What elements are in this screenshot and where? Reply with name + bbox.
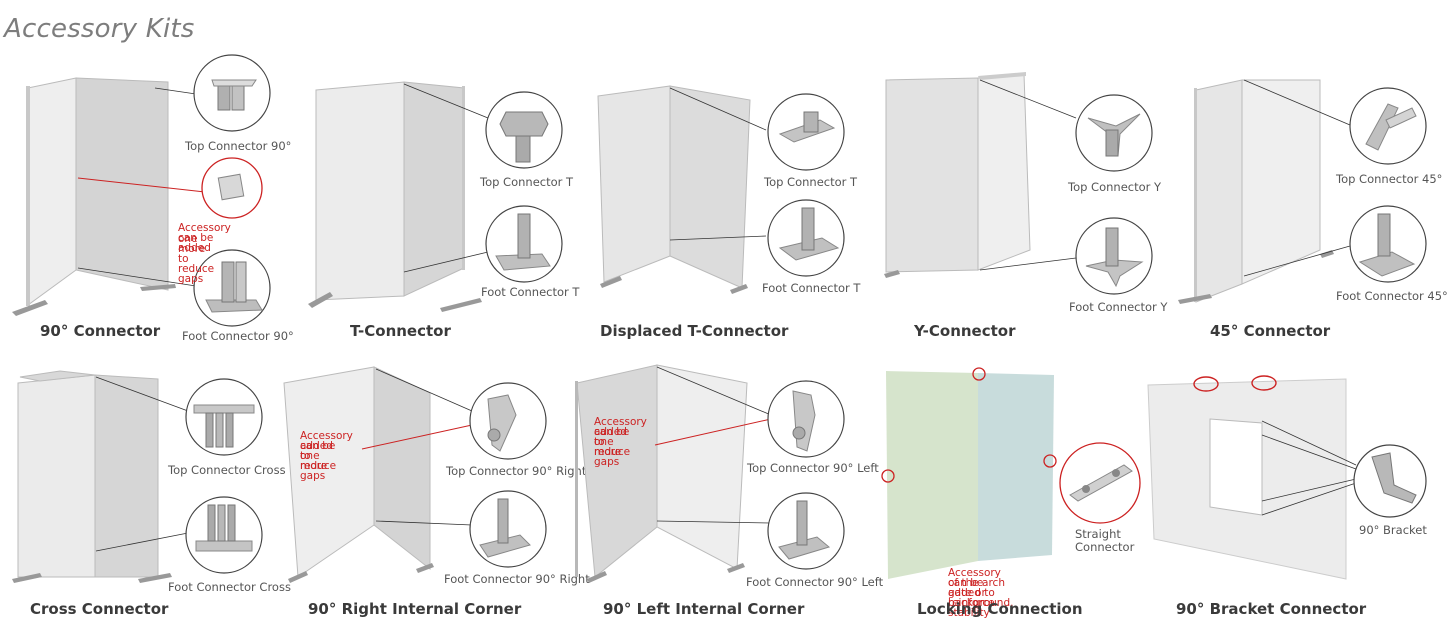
top-connector-label: Top Connector 90° Left xyxy=(747,461,879,475)
kit-45-connector-illustration xyxy=(1178,79,1427,304)
top-connector-cross-icon xyxy=(185,378,263,456)
top-connector-label: Top Connector T xyxy=(764,175,858,189)
kit-caption: 90° Right Internal Corner xyxy=(308,600,522,618)
kit-caption: 90° Left Internal Corner xyxy=(603,600,805,618)
kit-90-right-illustration xyxy=(283,366,547,583)
kit-cross-connector-illustration xyxy=(12,370,263,583)
foot-connector-label: Foot Connector T xyxy=(481,285,580,299)
reinforce-note-line2: of the arch gate or background. xyxy=(948,577,1014,609)
kit-caption: Displaced T-Connector xyxy=(600,322,789,340)
page-title: Accessory Kits xyxy=(4,14,195,44)
top-connector-label: Top Connector T xyxy=(480,175,574,189)
foot-connector-label: Foot Connector 90° Left xyxy=(746,575,884,589)
bracket-label: 90° Bracket xyxy=(1359,523,1427,537)
kit-90-left-illustration xyxy=(575,364,845,583)
accessory-note-line1: Accessory can be xyxy=(594,416,647,438)
foot-connector-label: Foot Connector 90° xyxy=(182,329,294,343)
kit-locking-illustration xyxy=(881,367,1141,579)
bracket-point-left-icon xyxy=(1193,376,1219,392)
foot-connector-label: Foot Connector Cross xyxy=(168,580,291,594)
kit-caption: Cross Connector xyxy=(30,600,169,618)
kit-90-bracket-illustration xyxy=(1147,375,1427,580)
accessory-note-line2: added one more xyxy=(594,426,627,458)
foot-connector-label: Foot Connector Y xyxy=(1069,300,1168,314)
top-connector-label: Top Connector 90° xyxy=(185,139,292,153)
accessory-note-line2: added one more xyxy=(300,440,333,472)
accessory-note-line1: Accessory can be added xyxy=(178,222,231,254)
straight-connector-label-line2: Connector xyxy=(1075,540,1135,554)
kit-90-connector-illustration xyxy=(12,54,271,327)
kit-t-connector-illustration xyxy=(308,81,563,312)
lock-point-left-icon xyxy=(881,469,895,483)
kit-caption: Y-Connector xyxy=(914,322,1016,340)
kit-caption: 90° Bracket Connector xyxy=(1176,600,1367,618)
reinforce-note-line1: Accessory can be added to reinforce stab… xyxy=(948,567,1001,619)
straight-connector-label-line1: Straight xyxy=(1075,527,1121,541)
top-connector-label: Top Connector Y xyxy=(1068,180,1162,194)
bracket-point-right-icon xyxy=(1251,375,1277,391)
top-connector-label: Top Connector 90° Right xyxy=(446,464,587,478)
foot-connector-label: Foot Connector 90° Right xyxy=(444,572,590,586)
kit-caption: Locking Connection xyxy=(917,600,1083,618)
lock-point-right-icon xyxy=(1043,454,1057,468)
accessory-note-line3: to reduce gaps xyxy=(300,450,337,482)
accessory-note-line1: Accessory can be xyxy=(300,430,353,452)
foot-connector-label: Foot Connector T xyxy=(762,281,861,295)
kit-caption: 45° Connector xyxy=(1210,322,1331,340)
kit-caption: 90° Connector xyxy=(40,322,161,340)
kit-caption: T-Connector xyxy=(350,322,451,340)
top-connector-label: Top Connector 45° xyxy=(1336,172,1443,186)
lock-point-top-icon xyxy=(972,367,986,381)
foot-connector-label: Foot Connector 45° xyxy=(1336,289,1448,303)
kit-displaced-t-illustration xyxy=(597,85,845,294)
accessory-note-line3: to reduce gaps xyxy=(594,436,631,468)
kit-y-connector-illustration xyxy=(884,72,1153,295)
accessory-note-line2: one more to reduce gaps xyxy=(178,233,215,285)
top-connector-label: Top Connector Cross xyxy=(168,463,286,477)
